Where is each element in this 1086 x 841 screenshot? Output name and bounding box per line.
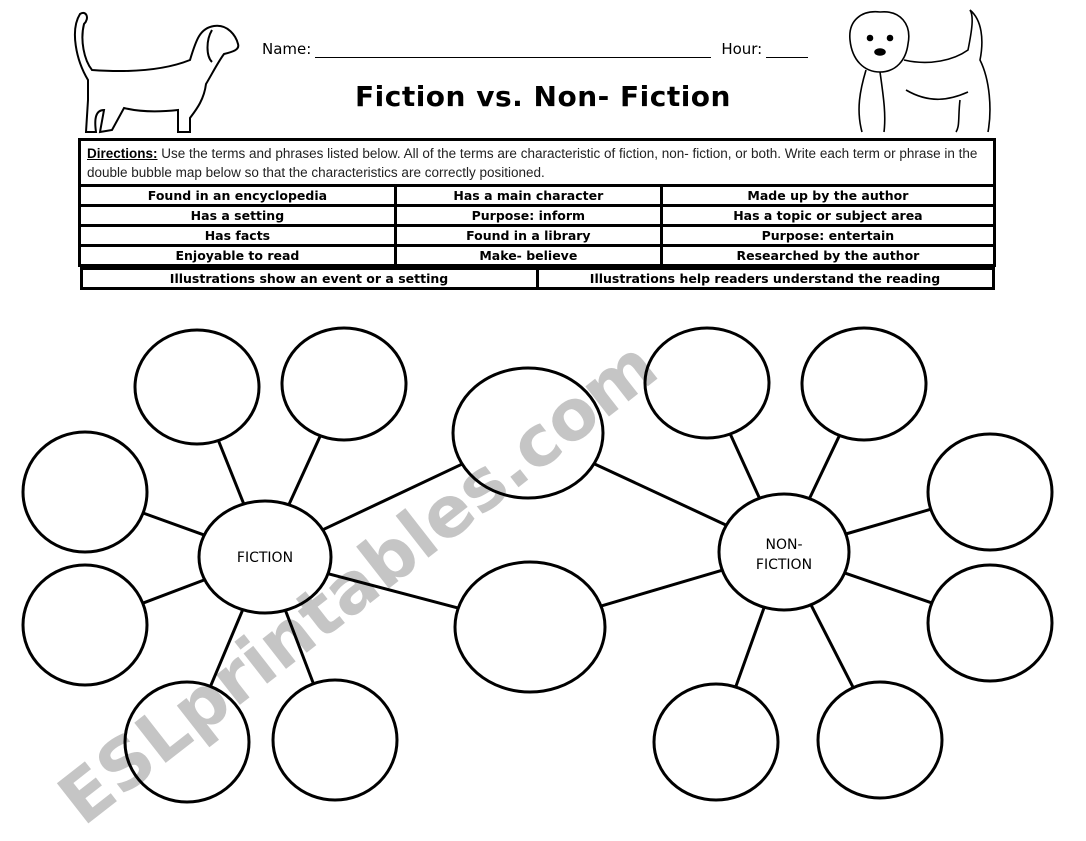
table-row: Illustrations show an event or a setting… — [79, 266, 995, 290]
term-cell: Found in an encyclopedia — [78, 184, 397, 207]
connector-line — [728, 433, 761, 499]
directions-and-terms: Directions: Use the terms and phrases li… — [78, 138, 997, 290]
connector-line — [600, 568, 723, 608]
directions-label: Directions: — [87, 146, 158, 161]
connector-line — [845, 507, 932, 536]
connector-line — [283, 609, 315, 685]
nonfiction-label-line2: FICTION — [756, 557, 812, 573]
term-cell: Illustrations show an event or a setting — [79, 267, 539, 290]
connector-line — [844, 571, 933, 605]
nonfiction-center-bubble[interactable] — [717, 492, 851, 612]
shared-bubble[interactable] — [453, 560, 607, 694]
term-cell: Found in a library — [393, 224, 663, 247]
term-cell: Researched by the author — [659, 244, 997, 267]
connector-line — [287, 435, 322, 506]
nonfiction-bubble[interactable] — [643, 326, 771, 440]
connector-line — [734, 606, 766, 688]
connector-line — [142, 578, 206, 605]
fiction-bubble[interactable] — [21, 430, 149, 554]
term-cell: Has a topic or subject area — [659, 204, 997, 227]
fiction-bubble[interactable] — [123, 680, 251, 804]
fiction-bubble[interactable] — [21, 563, 149, 687]
term-cell: Has a setting — [78, 204, 397, 227]
term-cell: Make- believe — [393, 244, 663, 267]
nonfiction-bubble[interactable] — [816, 680, 944, 800]
connector-line — [808, 434, 841, 500]
nonfiction-bubble[interactable] — [926, 432, 1054, 552]
term-cell: Has a main character — [393, 184, 663, 207]
fiction-bubble[interactable] — [280, 326, 408, 442]
name-label: Name: — [262, 40, 312, 58]
right-dog-illustration — [849, 9, 991, 133]
directions: Directions: Use the terms and phrases li… — [78, 138, 996, 184]
term-cell: Purpose: inform — [393, 204, 663, 227]
term-cell: Enjoyable to read — [78, 244, 397, 267]
connector-line — [322, 462, 463, 532]
fiction-bubble[interactable] — [271, 678, 399, 802]
shared-bubble[interactable] — [451, 366, 605, 500]
directions-text: Use the terms and phrases listed below. … — [87, 146, 978, 180]
hour-label: Hour: — [721, 40, 763, 58]
fiction-center-bubble[interactable] — [197, 499, 333, 615]
nonfiction-label-line1: NON- — [765, 537, 802, 553]
term-cell: Made up by the author — [659, 184, 997, 207]
page-title: Fiction vs. Non- Fiction — [355, 80, 731, 113]
nonfiction-bubble[interactable] — [926, 563, 1054, 683]
fiction-bubble[interactable] — [133, 328, 261, 446]
connector-line — [327, 572, 459, 610]
fiction-label: FICTION — [237, 550, 293, 566]
connector-line — [209, 609, 245, 688]
connector-line — [809, 604, 855, 689]
left-dog-illustration — [73, 12, 240, 134]
nonfiction-bubble[interactable] — [652, 682, 780, 802]
connector-line — [593, 462, 727, 527]
term-cell: Illustrations help readers understand th… — [535, 267, 995, 290]
dog-illustrations — [73, 9, 991, 134]
hour-field[interactable] — [766, 43, 809, 58]
term-cell: Has facts — [78, 224, 397, 247]
connector-line — [217, 439, 246, 505]
name-field[interactable] — [315, 43, 712, 58]
nonfiction-bubble[interactable] — [800, 326, 928, 442]
connector-line — [142, 511, 205, 537]
name-hour-row: Name: Hour: — [262, 40, 809, 58]
term-cell: Purpose: entertain — [659, 224, 997, 247]
